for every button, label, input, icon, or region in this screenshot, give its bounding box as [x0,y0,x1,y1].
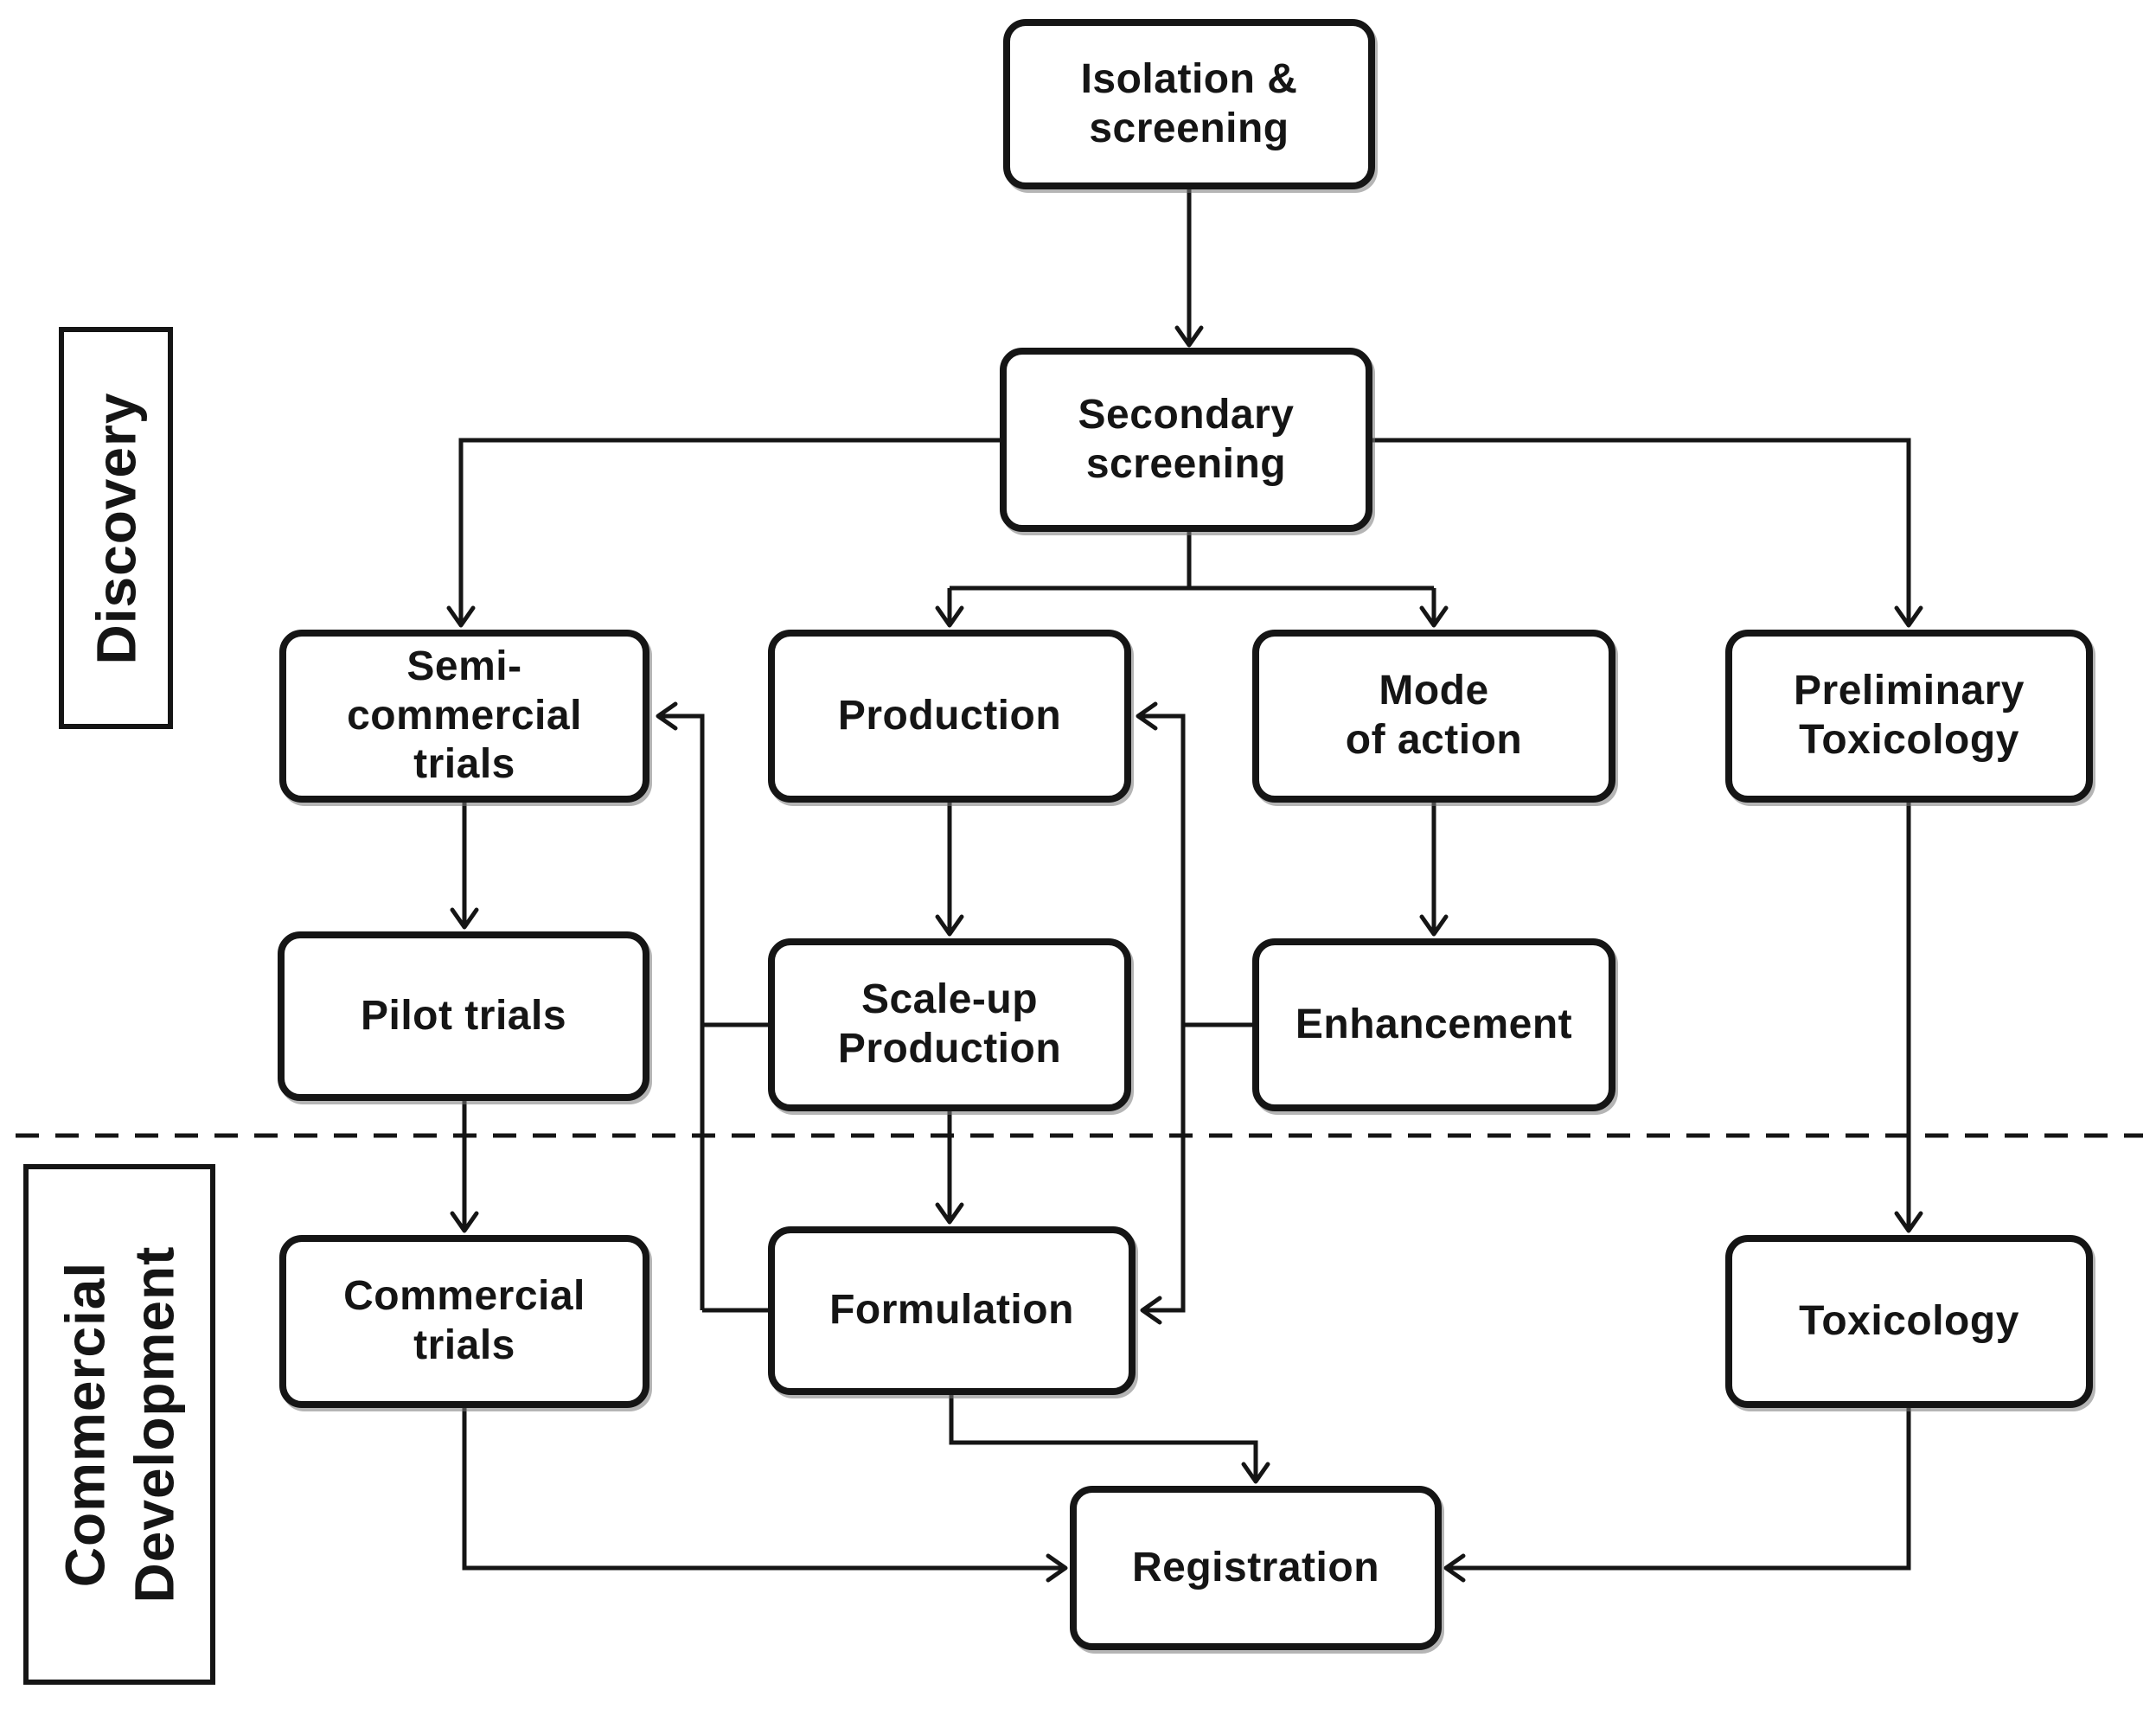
node-pilot-trials: Pilot trials [278,931,649,1101]
node-formulation-label: Formulation [829,1287,1074,1334]
phase-label-discovery-text: Discovery [85,392,147,664]
node-preliminary-toxicology: Preliminary Toxicology [1725,630,2093,803]
phase-label-commercial-development: Commercial Development [23,1164,215,1685]
node-semi-commercial-trials-label: Semi- commercial trials [347,643,582,788]
node-pilot-trials-label: Pilot trials [360,992,567,1039]
node-toxicology: Toxicology [1725,1235,2093,1408]
node-secondary-screening: Secondary screening [1000,348,1372,532]
node-formulation: Formulation [768,1226,1136,1395]
node-secondary-screening-label: Secondary screening [1078,391,1295,487]
node-registration-label: Registration [1131,1544,1380,1590]
edge-formulation-to-registration [949,1395,1270,1484]
phase-label-commercial-development-text: Commercial Development [54,1245,185,1603]
node-mode-of-action: Mode of action [1252,630,1615,803]
node-commercial-trials-label: Commercial trials [343,1273,585,1368]
node-scale-up-production-label: Scale-up Production [837,976,1062,1072]
node-semi-commercial-trials: Semi- commercial trials [279,630,649,803]
node-scale-up-production: Scale-up Production [768,938,1131,1111]
node-commercial-trials: Commercial trials [279,1235,649,1408]
node-preliminary-toxicology-label: Preliminary Toxicology [1794,668,2025,763]
node-registration: Registration [1070,1486,1442,1650]
edge-enhancement-to-formulation [1140,1025,1186,1325]
node-mode-of-action-label: Mode of action [1345,668,1523,763]
node-enhancement-label: Enhancement [1295,1001,1573,1047]
edge-feedback-to-semi-commercial [656,701,705,1310]
edge-enhancement-to-production [1136,701,1186,1025]
node-production-label: Production [837,692,1062,739]
edge-secondary-to-preliminary-toxicology [1372,438,1923,628]
node-isolation-screening: Isolation & screening [1003,19,1375,189]
node-production: Production [768,630,1131,803]
node-enhancement: Enhancement [1252,938,1615,1111]
edge-toxicology-to-registration [1443,1408,1911,1583]
edge-secondary-to-semi-commercial [446,438,1000,628]
node-toxicology-label: Toxicology [1799,1297,2019,1344]
phase-label-discovery: Discovery [59,327,173,729]
node-isolation-screening-label: Isolation & screening [1080,55,1298,151]
edge-commercial-trials-to-registration [462,1408,1068,1583]
